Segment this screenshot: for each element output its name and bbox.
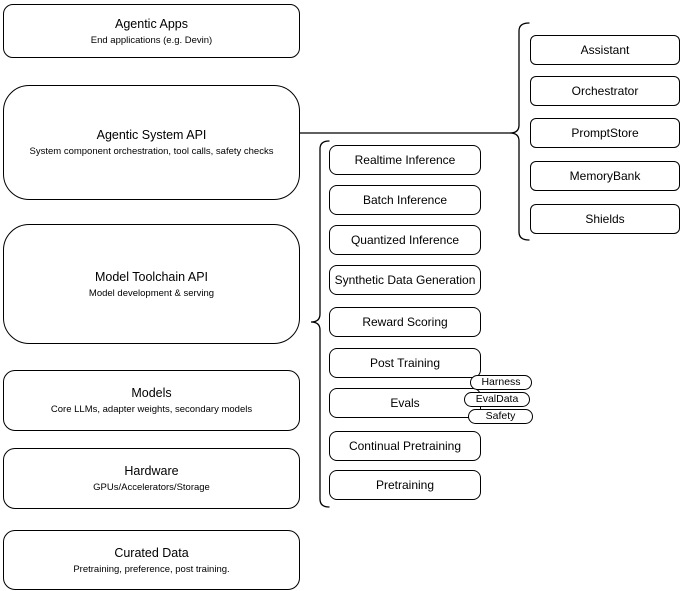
node-model-toolchain-api: Model Toolchain API Model development & … [3, 224, 300, 344]
node-hardware-title: Hardware [124, 464, 179, 478]
node-model-toolchain-api-subtitle: Model development & serving [88, 287, 215, 299]
tag-evaldata: EvalData [464, 392, 530, 407]
node-quantized-inference: Quantized Inference [329, 225, 481, 255]
node-agentic-system-api-title: Agentic System API [96, 128, 207, 142]
system-components-brace [509, 22, 530, 241]
node-post-training: Post Training [329, 348, 481, 378]
node-shields: Shields [530, 204, 680, 234]
node-pretraining: Pretraining [329, 470, 481, 500]
node-agentic-system-api: Agentic System API System component orch… [3, 85, 300, 200]
node-agentic-apps: Agentic Apps End applications (e.g. Devi… [3, 4, 300, 58]
node-synthetic-data-generation: Synthetic Data Generation [329, 265, 481, 295]
node-curated-data: Curated Data Pretraining, preference, po… [3, 530, 300, 590]
node-reward-scoring: Reward Scoring [329, 307, 481, 337]
node-agentic-apps-subtitle: End applications (e.g. Devin) [90, 34, 213, 46]
node-hardware-subtitle: GPUs/Accelerators/Storage [93, 482, 210, 493]
node-hardware: Hardware GPUs/Accelerators/Storage [3, 448, 300, 509]
node-assistant: Assistant [530, 35, 680, 65]
node-models-title: Models [131, 386, 172, 400]
node-evals: Evals [329, 388, 481, 418]
node-batch-inference: Batch Inference [329, 185, 481, 215]
node-agentic-apps-title: Agentic Apps [115, 16, 188, 31]
node-model-toolchain-api-title: Model Toolchain API [94, 269, 209, 284]
node-curated-data-title: Curated Data [114, 545, 189, 560]
tag-harness: Harness [470, 375, 532, 390]
node-agentic-system-api-subtitle: System component orchestration, tool cal… [29, 146, 274, 157]
node-continual-pretraining: Continual Pretraining [329, 431, 481, 461]
node-promptstore: PromptStore [530, 118, 680, 148]
node-memorybank: MemoryBank [530, 161, 680, 191]
node-models-subtitle: Core LLMs, adapter weights, secondary mo… [50, 404, 253, 415]
node-curated-data-subtitle: Pretraining, preference, post training. [73, 563, 230, 575]
tag-safety: Safety [468, 409, 533, 424]
node-realtime-inference: Realtime Inference [329, 145, 481, 175]
node-orchestrator: Orchestrator [530, 76, 680, 106]
toolchain-brace [310, 140, 330, 508]
node-models: Models Core LLMs, adapter weights, secon… [3, 370, 300, 431]
